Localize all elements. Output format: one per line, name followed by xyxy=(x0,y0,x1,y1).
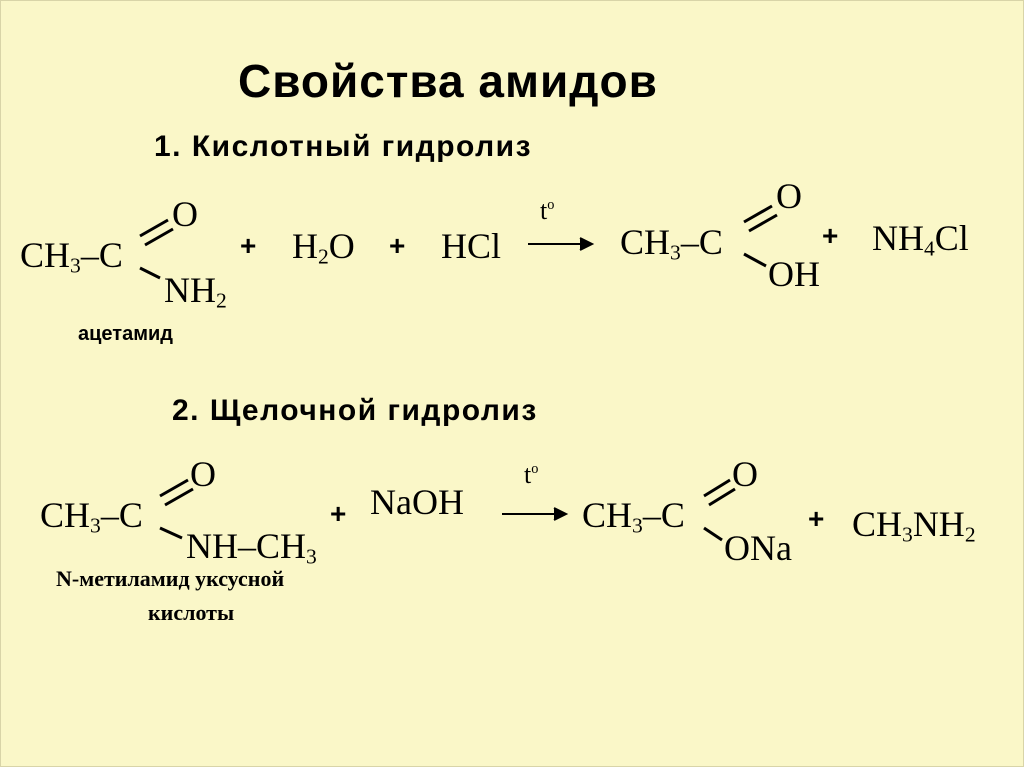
r1-plus-1: + xyxy=(240,230,257,261)
r1-water-sub: 2 xyxy=(318,244,329,269)
section-1-heading: 1. Кислотный гидролиз xyxy=(154,130,533,163)
r1-condition-degree: o xyxy=(547,197,555,213)
section-2-heading: 2. Щелочной гидролиз xyxy=(172,394,538,427)
r2-condition-t: t xyxy=(524,460,532,489)
r2-amine-sub-1: 3 xyxy=(902,522,913,547)
r1-product-o: O xyxy=(776,176,802,216)
r2-amine-sub-2: 2 xyxy=(964,522,976,547)
r2-reactant-name-line-2: кислоты xyxy=(148,600,235,625)
r2-amine-nh: NH xyxy=(912,504,965,544)
r2-product-o: O xyxy=(732,454,758,494)
r1-product-ch3c: CH3–C xyxy=(620,222,723,263)
r2-reactant-sub: 3 xyxy=(90,513,101,538)
r2-reactant-c: –C xyxy=(100,495,143,535)
r2-plus-2: + xyxy=(808,503,825,534)
r1-reactant-nh: NH xyxy=(164,270,216,310)
r2-amine-ch: CH xyxy=(852,504,903,544)
r2-reactant-name-line-1: N-метиламид уксусной xyxy=(56,566,285,591)
r2-product-c: –C xyxy=(642,495,685,535)
r1-water-h: H xyxy=(292,226,318,266)
r2-reactant-ch3c: CH3–C xyxy=(40,495,143,536)
r2-reactant-o: O xyxy=(190,454,216,494)
r1-reactant-nh-sub: 2 xyxy=(216,288,227,313)
r1-reactant-name: ацетамид xyxy=(78,323,173,345)
r1-salt-nh: NH xyxy=(872,218,924,258)
r1-water-o: O xyxy=(328,226,355,266)
r2-plus-1: + xyxy=(330,498,347,529)
r1-salt-sub: 4 xyxy=(924,236,935,261)
r2-amine: CH3NH2 xyxy=(852,504,976,545)
r1-condition-t: t xyxy=(540,196,548,225)
r2-reactant-nhch3: NH–CH3 xyxy=(186,526,317,567)
r1-condition: to xyxy=(540,198,554,224)
r1-product-c: –C xyxy=(680,222,723,262)
r1-salt-cl: Cl xyxy=(934,218,969,258)
r1-salt: NH4Cl xyxy=(872,218,969,259)
r1-water: H2O xyxy=(292,226,355,267)
r1-reactant-ch: CH xyxy=(20,235,71,275)
r2-condition: to xyxy=(524,462,538,488)
r2-condition-degree: o xyxy=(531,461,539,477)
r2-reactant-ch: CH xyxy=(40,495,91,535)
r2-product-ch3c: CH3–C xyxy=(582,495,685,536)
r1-product-sub: 3 xyxy=(670,240,681,265)
r1-plus-2: + xyxy=(389,230,406,261)
r1-product-ch: CH xyxy=(620,222,671,262)
r2-base: NaOH xyxy=(370,482,464,522)
r1-reactant-ch3c: CH3–C xyxy=(20,235,123,276)
r1-reactant-o: O xyxy=(172,194,198,234)
r1-reactant-sub: 3 xyxy=(70,253,81,278)
r1-acid: HCl xyxy=(441,226,502,266)
r2-product-ch: CH xyxy=(582,495,633,535)
slide-title: Свойства амидов xyxy=(238,55,658,107)
r2-reactant-nh: NH–CH xyxy=(186,526,307,566)
r2-product-ona: ONa xyxy=(724,528,792,568)
r2-reactant-nh-sub: 3 xyxy=(306,544,317,569)
r1-reactant-nh2: NH2 xyxy=(164,270,227,311)
r2-product-sub: 3 xyxy=(632,513,643,538)
r1-reactant-c: –C xyxy=(80,235,123,275)
r1-product-oh: OH xyxy=(768,254,820,294)
r1-plus-3: + xyxy=(822,220,839,251)
